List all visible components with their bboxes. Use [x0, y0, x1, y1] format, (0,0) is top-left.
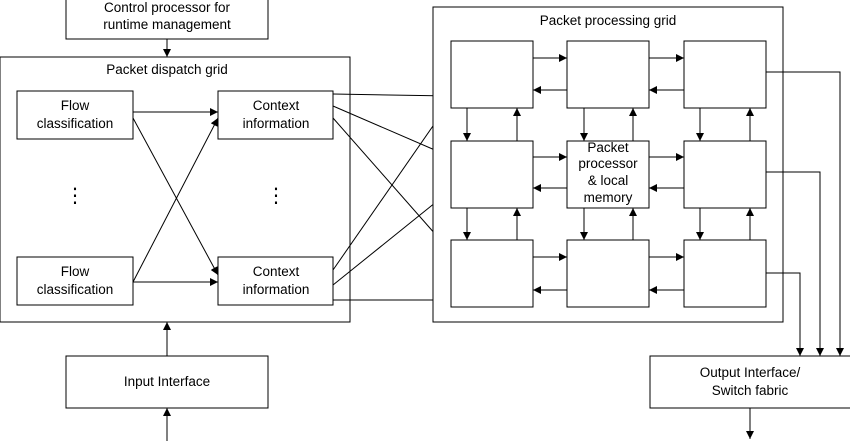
output-interface-box: Output Interface/ Switch fabric [649, 355, 850, 409]
pe-r3-c3 [683, 239, 767, 308]
pe-r1-c1 [450, 40, 534, 109]
pe-r2-c2-packet-processor: Packet processor & local memory [566, 140, 650, 209]
flow-bottom-to-context-top-arrow [132, 117, 219, 283]
input-interface-label: Input Interface [124, 374, 210, 389]
context-label-line1: Context [253, 264, 300, 279]
dispatch-to-processing-arrows [332, 91, 452, 304]
context-label-line2: information [243, 282, 310, 297]
ctx-top-to-proc-r2-arrow [332, 105, 452, 158]
context-label-line2: information [243, 116, 310, 131]
pe-r2-c3 [683, 140, 767, 209]
ctx-top-to-proc-r1-arrow [332, 91, 452, 100]
pe-r2-c1 [450, 140, 534, 209]
control-processor-line1: Control processor for [104, 0, 231, 15]
center-line2: processor [578, 156, 638, 171]
horizontal-pe-arrows [533, 54, 684, 294]
output-interface-line1: Output Interface/ [700, 365, 801, 380]
center-line4: memory [584, 190, 633, 205]
ctx-bottom-to-proc-r2-arrow [332, 189, 452, 286]
output-arrow-r2 [766, 171, 824, 356]
control-processor-box: Control processor for runtime management [65, 0, 269, 40]
flow-top-to-context-bottom-arrow [132, 117, 219, 276]
pe-r1-c3 [683, 40, 767, 109]
flow-label-line2: classification [37, 116, 114, 131]
flow-classification-box-top: Flow classification [16, 90, 134, 140]
center-line3: & local [588, 173, 629, 188]
output-arrow-r3 [766, 272, 804, 356]
output-interface-line2: Switch fabric [712, 383, 789, 398]
context-label-line1: Context [253, 98, 300, 113]
flow-classification-box-bottom: Flow classification [16, 256, 134, 306]
flow-label-line1: Flow [61, 264, 90, 279]
pe-r1-c2 [566, 40, 650, 109]
pe-r3-c2 [566, 239, 650, 308]
input-interface-box: Input Interface [65, 355, 269, 409]
control-processor-line2: runtime management [103, 17, 231, 32]
pe-r3-c1 [450, 239, 534, 308]
ctx-bottom-to-proc-r1-arrow [332, 99, 452, 271]
ellipsis-right: ⋮ [266, 185, 286, 207]
center-line1: Packet [587, 140, 629, 155]
context-information-box-bottom: Context information [217, 256, 334, 306]
processing-to-output-arrows [766, 71, 844, 356]
ellipsis-left: ⋮ [65, 185, 85, 207]
packet-dispatch-grid: Packet dispatch grid Flow classification… [0, 56, 351, 323]
dispatch-grid-title: Packet dispatch grid [106, 62, 228, 77]
packet-processing-grid: Packet processing grid Packet processor … [432, 6, 784, 323]
flow-label-line1: Flow [61, 98, 90, 113]
processing-grid-title: Packet processing grid [540, 13, 677, 28]
context-information-box-top: Context information [217, 90, 334, 140]
output-arrow-r1 [766, 71, 844, 356]
flow-label-line2: classification [37, 282, 114, 297]
vertical-pe-arrows [463, 108, 754, 240]
